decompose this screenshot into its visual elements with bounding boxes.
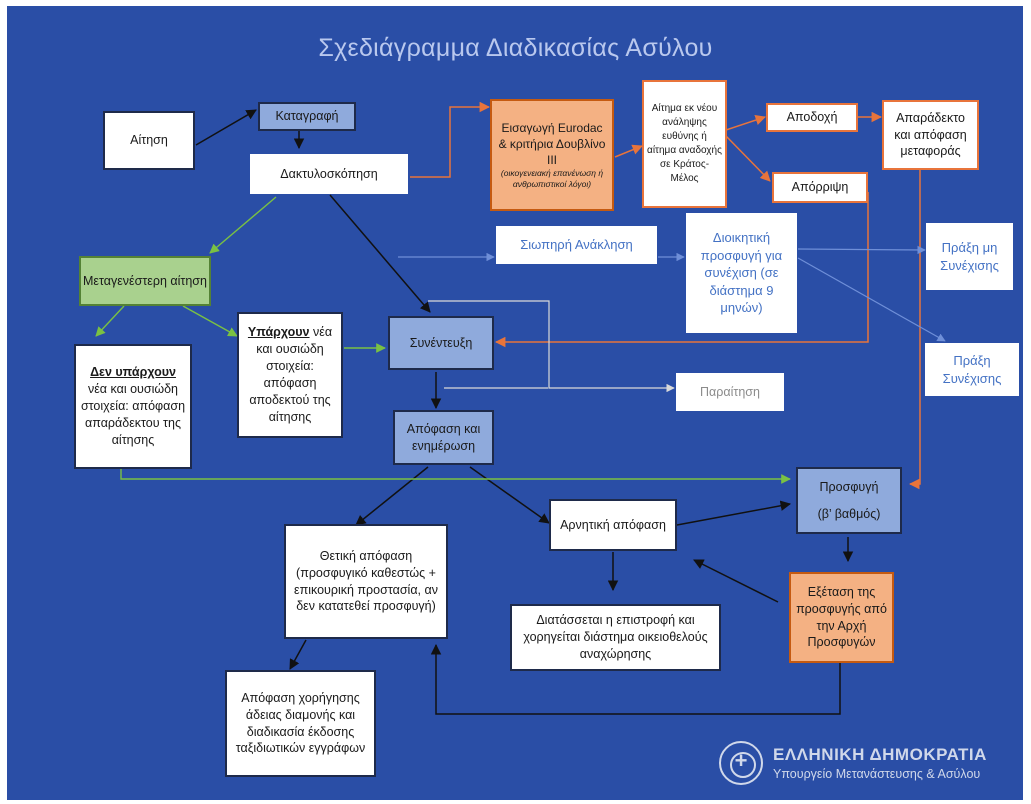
edge-request-rejection <box>725 135 771 182</box>
edge-examination-negative <box>693 559 779 603</box>
node-implicit-withdrawal-label: Σιωπηρή Ανάκληση <box>520 237 633 253</box>
node-return-ordered: Διατάσσεται η επιστροφή και χορηγείται δ… <box>510 604 721 671</box>
ministry-logo: ΕΛΛΗΝΙΚΗ ΔΗΜΟΚΡΑΤΙΑ Υπουργείο Μετανάστευ… <box>719 738 1019 788</box>
node-take-charge-request: Αίτημα εκ νέου ανάληψης ευθύνης ή αίτημα… <box>642 80 727 208</box>
node-continuation: Πράξη Συνέχισης <box>925 343 1019 396</box>
edge-subsequent-nonew <box>95 305 125 337</box>
node-eurodac-note: (οικογενειακή επανένωση ή ανθρωπιστικοί … <box>500 168 604 190</box>
node-withdrawal-label: Παραίτηση <box>700 384 760 399</box>
node-interview: Συνέντευξη <box>388 316 494 370</box>
node-continuation-label: Πράξη Συνέχισης <box>942 352 1002 386</box>
node-admin-appeal-label: Διοικητική προσφυγή για συνέχιση (σε διά… <box>700 230 783 316</box>
edge-application-registration <box>195 109 257 146</box>
edge-eurodac-request <box>614 144 643 158</box>
node-residence-permit-label: Απόφαση χορήγησης άδειας διαμονής και δι… <box>235 690 366 756</box>
edge-examination-positive <box>430 643 841 715</box>
node-positive-decision: Θετική απόφαση (προσφυγικό καθεστώς + επ… <box>284 524 448 639</box>
node-new-elements-exist-bold: Υπάρχουν <box>247 325 310 340</box>
node-fingerprinting: Δακτυλοσκόπηση <box>250 154 408 194</box>
edge-fingerprinting-eurodac <box>410 101 491 178</box>
node-registration-label: Καταγραφή <box>275 109 339 124</box>
edge-interview-resignation <box>428 300 675 393</box>
node-appeal-examination-label: Εξέταση της προσφυγής από την Αρχή Προσφ… <box>796 584 887 650</box>
node-acceptance: Αποδοχή <box>766 103 858 132</box>
node-acceptance-label: Αποδοχή <box>786 110 838 125</box>
node-return-ordered-label: Διατάσσεται η επιστροφή και χορηγείται δ… <box>523 613 708 661</box>
edge-decision-negative <box>469 466 550 524</box>
node-positive-decision-label: Θετική απόφαση (προσφυγικό καθεστώς + επ… <box>294 548 438 614</box>
logo-line2: Υπουργείο Μετανάστευσης & Ασύλου <box>773 767 981 781</box>
node-rejection-label: Απόρριψη <box>791 180 849 195</box>
node-inadmissible-transfer-label: Απαράδεκτο και απόφαση μεταφοράς <box>894 110 967 159</box>
node-new-elements-exist-rest: νέα και ουσιώδη στοιχεία: απόφαση αποδεκ… <box>249 325 333 424</box>
node-withdrawal: Παραίτηση <box>676 373 784 411</box>
node-appeal: Προσφυγή (β’ βαθμός) <box>796 467 902 534</box>
node-registration: Καταγραφή <box>258 102 356 131</box>
edge-request-acceptance <box>725 115 766 131</box>
edge-inadmissible-appeal <box>908 170 921 490</box>
node-non-continuation: Πράξη μη Συνέχισης <box>926 223 1013 290</box>
edge-appeal-continue <box>797 257 946 342</box>
edge-fingerprinting-interview <box>329 194 431 313</box>
node-negative-decision: Αρνητική απόφαση <box>549 499 677 551</box>
greek-seal-icon <box>719 741 763 785</box>
node-no-new-elements-rest: νέα και ουσιώδη στοιχεία: απόφαση απαράδ… <box>80 382 186 447</box>
node-new-elements-exist: Υπάρχουν νέα και ουσιώδη στοιχεία: απόφα… <box>237 312 343 438</box>
node-decision-notification: Απόφαση και ενημέρωση <box>393 410 494 465</box>
node-application: Αίτηση <box>103 111 195 170</box>
node-no-new-elements-text: Δεν υπάρχουν νέα και ουσιώδη στοιχεία: α… <box>80 364 186 448</box>
node-take-charge-request-label: Αίτημα εκ νέου ανάληψης ευθύνης ή αίτημα… <box>647 103 722 184</box>
node-appeal-label: Προσφυγή <box>819 479 879 494</box>
node-subsequent-application-label: Μεταγενέστερη αίτηση <box>83 273 207 288</box>
logo-line1: ΕΛΛΗΝΙΚΗ ΔΗΜΟΚΡΑΤΙΑ <box>773 745 987 764</box>
node-no-new-elements-bold: Δεν υπάρχουν <box>90 365 176 380</box>
node-appeal-examination: Εξέταση της προσφυγής από την Αρχή Προσφ… <box>789 572 894 663</box>
node-new-elements-exist-text: Υπάρχουν νέα και ουσιώδη στοιχεία: απόφα… <box>243 324 337 425</box>
node-admin-appeal: Διοικητική προσφυγή για συνέχιση (σε διά… <box>686 213 797 333</box>
edge-fingerprinting-subsequent <box>209 196 277 254</box>
node-residence-permit: Απόφαση χορήγησης άδειας διαμονής και δι… <box>225 670 376 777</box>
node-eurodac: Εισαγωγή Eurodac & κριτήρια Δουβλίνο ΙΙΙ… <box>490 99 614 211</box>
edge-subsequent-exist <box>182 305 238 337</box>
node-no-new-elements: Δεν υπάρχουν νέα και ουσιώδη στοιχεία: α… <box>74 344 192 469</box>
node-subsequent-application: Μεταγενέστερη αίτηση <box>79 256 211 306</box>
edge-rejection-interview <box>494 192 869 348</box>
diagram-title: Σχεδιάγραμμα Διαδικασίας Ασύλου <box>318 34 713 62</box>
node-appeal-degree: (β’ βαθμός) <box>817 506 881 521</box>
node-interview-label: Συνέντευξη <box>409 335 473 350</box>
node-rejection: Απόρριψη <box>772 172 868 203</box>
node-negative-decision-label: Αρνητική απόφαση <box>560 517 666 532</box>
edge-decision-positive <box>355 466 429 526</box>
edge-negative-appeal <box>676 500 792 526</box>
node-non-continuation-label: Πράξη μη Συνέχισης <box>940 239 999 273</box>
edge-positive-permit <box>289 639 307 670</box>
node-inadmissible-transfer: Απαράδεκτο και απόφαση μεταφοράς <box>882 100 979 170</box>
node-fingerprinting-label: Δακτυλοσκόπηση <box>280 166 378 181</box>
node-decision-notification-label: Απόφαση και ενημέρωση <box>406 421 481 453</box>
node-application-label: Αίτηση <box>130 133 168 148</box>
node-eurodac-label: Εισαγωγή Eurodac & κριτήρια Δουβλίνο ΙΙΙ <box>498 120 606 168</box>
node-implicit-withdrawal: Σιωπηρή Ανάκληση <box>496 226 657 264</box>
edge-appeal-noncontinue <box>797 245 926 255</box>
